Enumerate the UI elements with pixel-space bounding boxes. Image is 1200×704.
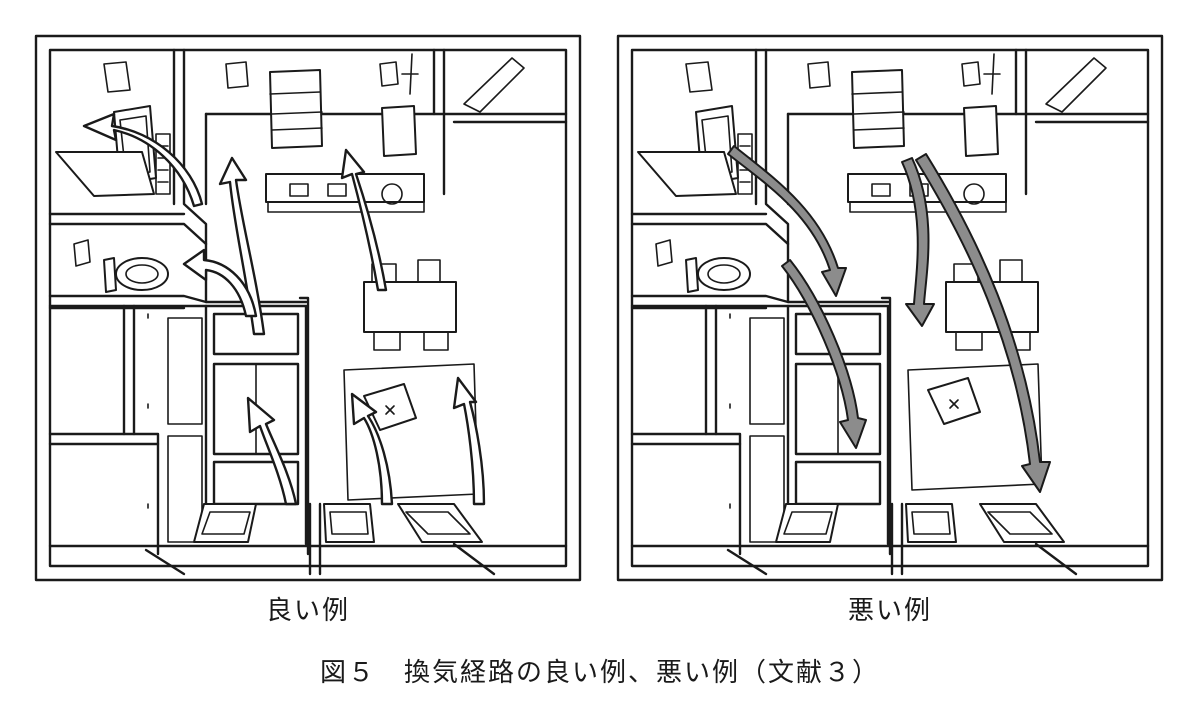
floorplan-good-example <box>34 34 582 582</box>
floor-windows <box>48 502 568 576</box>
toilet <box>103 257 169 293</box>
airflow-arrow-2 <box>218 156 266 336</box>
airflow-arrow-4 <box>340 148 388 292</box>
rug <box>343 363 479 501</box>
airflow-arrow-2 <box>901 157 935 327</box>
toilet <box>685 257 751 293</box>
caption-good-example: 良い例 <box>265 596 350 626</box>
windows <box>73 57 525 267</box>
airflow-arrow-1 <box>82 112 204 208</box>
airflow-arrow-3 <box>182 248 258 318</box>
airflow-arrow-6 <box>350 392 394 506</box>
closets <box>630 296 892 556</box>
windows <box>655 57 1107 267</box>
bathtub <box>637 105 753 197</box>
floor-windows <box>630 502 1150 576</box>
airflow-arrows-bad <box>727 145 1051 493</box>
airflow-arrow-4 <box>915 153 1051 493</box>
floorplan-bad-example <box>616 34 1164 582</box>
floorplan-good-drawing <box>34 34 582 582</box>
bathtub <box>55 105 171 197</box>
kitchen <box>265 53 425 213</box>
kitchen <box>847 53 1007 213</box>
room-walls <box>48 48 568 310</box>
rug <box>907 363 1043 491</box>
airflow-arrow-5 <box>246 396 298 506</box>
caption-bad-example: 悪い例 <box>847 596 932 626</box>
closets <box>48 296 310 556</box>
airflow-arrow-7 <box>452 376 486 506</box>
floorplan-bad-drawing <box>616 34 1164 582</box>
airflow-arrows-good <box>82 112 486 506</box>
airflow-arrow-3 <box>781 259 867 449</box>
airflow-arrow-1 <box>727 145 847 297</box>
figure-caption: 図５ 換気経路の良い例、悪い例（文献３） <box>319 658 880 688</box>
